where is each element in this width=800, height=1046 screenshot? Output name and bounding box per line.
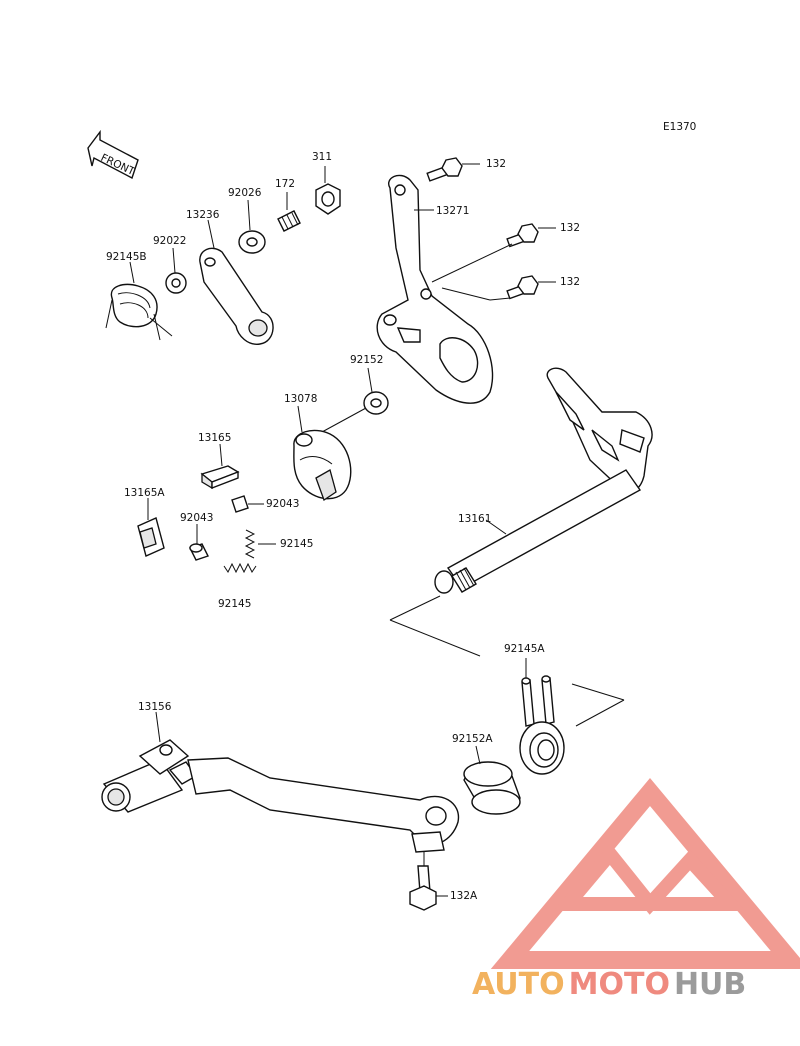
label-92043-b: 92043 xyxy=(180,512,213,524)
part-13236-lever[interactable] xyxy=(199,247,274,345)
label-172: 172 xyxy=(275,178,295,190)
part-13165-pawl[interactable] xyxy=(200,465,240,490)
label-132A: 132A xyxy=(450,890,478,902)
label-13078: 13078 xyxy=(284,393,317,405)
part-132-bolt-low[interactable] xyxy=(506,275,539,300)
label-92145-a: 92145 xyxy=(280,538,313,550)
label-13165: 13165 xyxy=(198,432,231,444)
part-92022-washer[interactable] xyxy=(165,272,187,294)
watermark-hub: HUB xyxy=(674,967,746,1002)
label-92145-b: 92145 xyxy=(218,598,251,610)
label-311: 311 xyxy=(312,151,332,163)
label-92152A: 92152A xyxy=(452,733,493,745)
svg-text:AUTO MOTO HUB: AUTO MOTO HUB xyxy=(472,967,746,1002)
part-92043-pin-a[interactable] xyxy=(231,495,249,513)
label-132-mid: 132 xyxy=(560,222,580,234)
part-311-nut[interactable] xyxy=(315,183,341,215)
part-92152-washer[interactable] xyxy=(363,391,389,415)
part-13161-shift-shaft[interactable] xyxy=(434,367,653,594)
watermark-auto: AUTO xyxy=(472,967,565,1002)
watermark-wordmark: AUTO MOTO HUB xyxy=(472,967,746,1002)
label-13156: 13156 xyxy=(138,701,172,713)
part-92145-spring-a[interactable] xyxy=(244,529,256,559)
part-92152A-collar[interactable] xyxy=(463,761,521,815)
label-92145A: 92145A xyxy=(504,643,545,655)
automotohub-logo-icon xyxy=(490,777,800,969)
part-13078-cam[interactable] xyxy=(293,429,352,501)
label-13165A: 13165A xyxy=(124,487,165,499)
label-92026: 92026 xyxy=(228,187,262,199)
part-132A-bolt[interactable] xyxy=(409,865,437,911)
part-13156-shift-pedal[interactable] xyxy=(101,739,460,853)
label-13236: 13236 xyxy=(186,209,220,221)
part-172-stud[interactable] xyxy=(277,210,301,232)
diagram-code: E1370 xyxy=(663,121,696,133)
part-132-bolt-top[interactable] xyxy=(426,157,463,182)
label-92022: 92022 xyxy=(153,235,186,247)
watermark-moto: MOTO xyxy=(569,967,670,1002)
part-92145A-return-spring[interactable] xyxy=(519,675,565,775)
label-92145B: 92145B xyxy=(106,251,147,263)
label-132-low: 132 xyxy=(560,276,580,288)
part-132-bolt-mid[interactable] xyxy=(506,223,539,248)
part-13271-bracket[interactable] xyxy=(376,174,494,404)
part-92026-washer[interactable] xyxy=(238,230,266,254)
label-92152: 92152 xyxy=(350,354,383,366)
label-13161: 13161 xyxy=(458,513,491,525)
label-132-top: 132 xyxy=(486,158,506,170)
label-13271: 13271 xyxy=(436,205,469,217)
part-13165A-pawl[interactable] xyxy=(137,517,165,557)
part-92145-spring-b[interactable] xyxy=(223,562,257,574)
label-92043-a: 92043 xyxy=(266,498,299,510)
front-arrow-icon: FRONT xyxy=(87,129,139,180)
part-92043-pin-b[interactable] xyxy=(189,543,209,561)
part-92145B-spring[interactable] xyxy=(105,283,173,341)
